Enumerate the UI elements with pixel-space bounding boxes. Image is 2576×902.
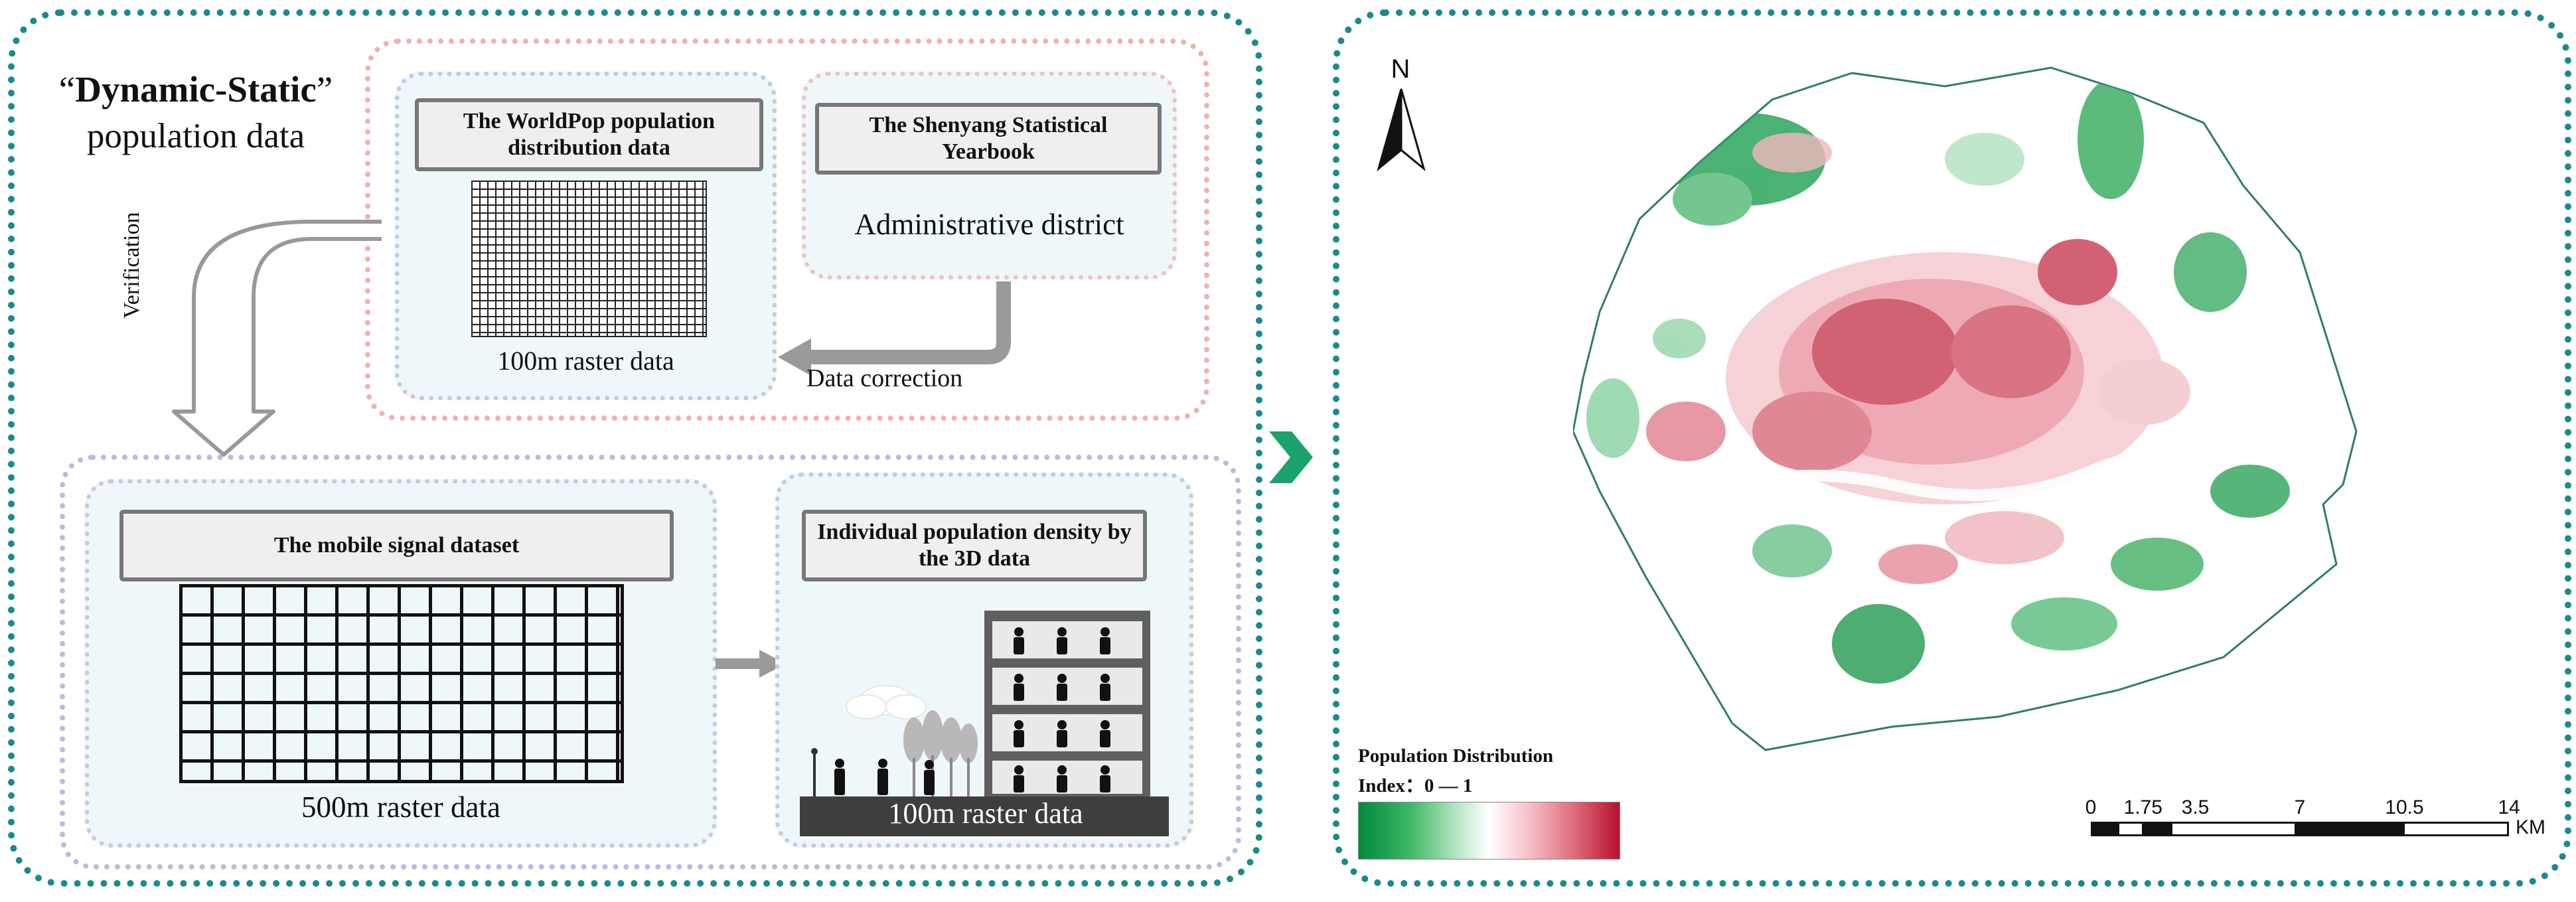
verification-label: Verification: [119, 212, 144, 319]
left-panel: [8, 9, 1262, 887]
scale-bar-body: [2091, 822, 2509, 836]
mobile-title: The mobile signal dataset: [119, 510, 674, 581]
scale-tick-label: 7: [2294, 796, 2306, 818]
scale-tick-label: 1.75: [2123, 796, 2162, 818]
yearbook-body: Administrative district: [854, 208, 1124, 241]
population-map: [1573, 66, 2358, 751]
page-title: “Dynamic-Static” population data: [40, 66, 352, 159]
scale-tick-label: 0: [2085, 796, 2097, 818]
heading-bold: Dynamic-Static: [75, 69, 317, 110]
quote-open: “: [58, 69, 76, 110]
individual-raster-label: 100m raster data: [888, 797, 1083, 830]
scale-tick-label: 10.5: [2385, 796, 2424, 818]
scale-unit: KM: [2516, 816, 2545, 838]
worldpop-raster-label: 100m raster data: [497, 346, 674, 376]
verification-arrow: [172, 220, 382, 457]
data-correction-arrow: [778, 281, 1011, 376]
north-arrow-icon: [1377, 88, 1426, 172]
mobile-raster-grid: [179, 584, 624, 783]
individual-title: Individual population density by the 3D …: [802, 510, 1147, 581]
legend-color-ramp: [1358, 802, 1620, 860]
scale-tick-label: 14: [2498, 796, 2520, 818]
north-label: N: [1391, 54, 1410, 84]
building-illustration: [800, 611, 1169, 836]
dynamic-data-group: [60, 455, 1241, 869]
forward-arrow: [716, 650, 786, 678]
scale-tick-label: 3.5: [2181, 796, 2210, 818]
legend-index: Index：0 — 1: [1358, 775, 1473, 796]
quote-close: ”: [316, 69, 333, 110]
chevron-right-icon: [1269, 431, 1313, 483]
worldpop-raster-grid: [471, 181, 707, 337]
data-correction-label: Data correction: [806, 364, 963, 392]
mobile-raster-label: 500m raster data: [301, 790, 500, 824]
legend-title: Population Distribution: [1358, 745, 1554, 767]
yearbook-title: The Shenyang Statistical Yearbook: [815, 103, 1162, 175]
worldpop-title: The WorldPop population distribution dat…: [415, 98, 763, 171]
heading-subtitle: population data: [86, 117, 305, 155]
scale-bar: 0 1.75 3.5 7 10.5 14: [2085, 796, 2520, 836]
right-panel: [1333, 9, 2571, 887]
